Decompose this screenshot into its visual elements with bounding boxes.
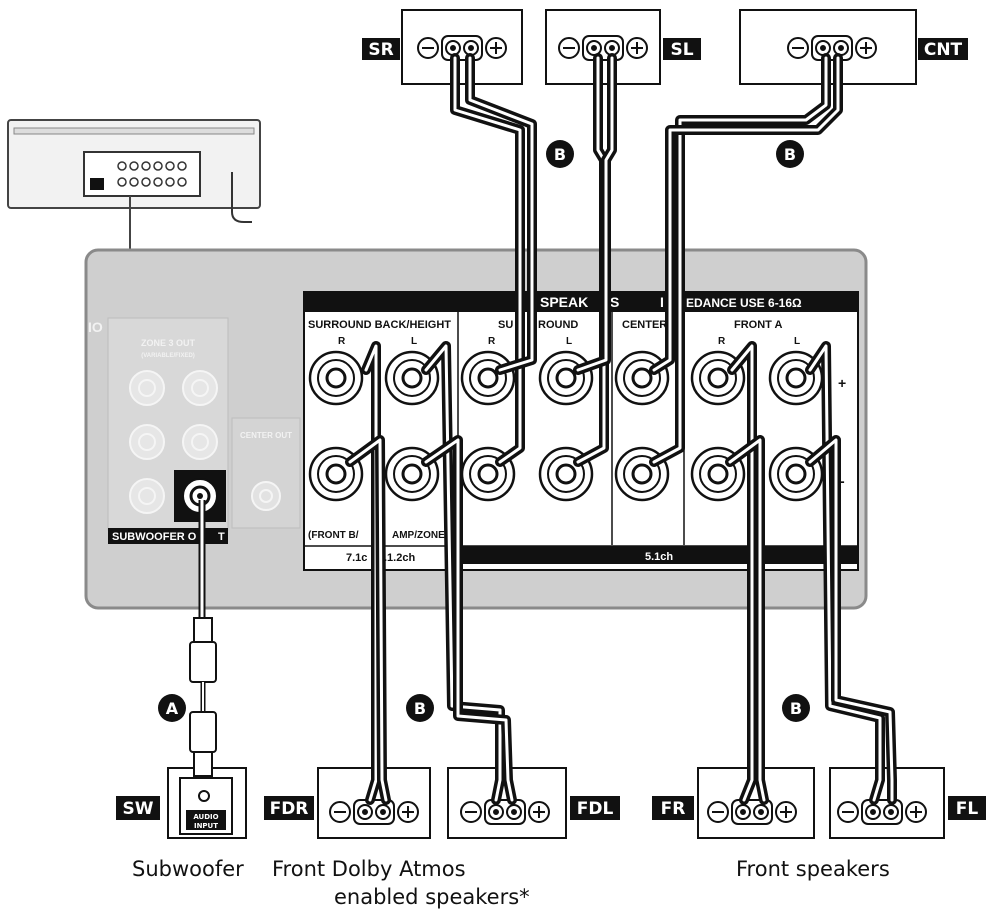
speaker-label-fdl: FDL <box>577 799 614 819</box>
svg-text:B: B <box>784 145 796 164</box>
center-out-label: CENTER OUT <box>240 431 292 440</box>
svg-text:.1.2ch: .1.2ch <box>384 552 415 564</box>
svg-text:R: R <box>338 336 346 347</box>
terminal-fdl <box>460 799 550 825</box>
marker-b-dolby: B <box>406 694 434 722</box>
caption-subwoofer: Subwoofer <box>132 857 244 881</box>
speaker-label-sr: SR <box>368 40 393 60</box>
speaker-sw: AUDIO INPUT SW <box>116 767 247 839</box>
plus-terminal-icon <box>485 37 507 59</box>
terminal-cnt <box>787 35 877 61</box>
terminal-fl <box>837 799 927 825</box>
svg-text:A: A <box>166 699 179 718</box>
receiver-thumbnail <box>7 119 261 250</box>
speaker-cnt: CNT <box>739 9 968 85</box>
svg-text:ROUND: ROUND <box>538 319 578 331</box>
plus-terminal-icon <box>397 801 419 823</box>
minus-sign: - <box>840 473 845 489</box>
footer-7ch: 7.1c <box>346 552 367 564</box>
post-row-plus <box>308 350 824 406</box>
terminal-sl <box>558 35 648 61</box>
footer-5ch: 5.1ch <box>645 551 673 563</box>
footer-note: (FRONT B/ <box>308 530 359 541</box>
plus-terminal-icon <box>905 801 927 823</box>
subwoofer-out-label: SUBWOOFER O <box>112 531 197 543</box>
sw-input-line2: INPUT <box>194 822 218 830</box>
terminal-header-impedance: EDANCE USE 6-16Ω <box>686 296 802 310</box>
col-surround-back-height: SURROUND BACK/HEIGHT <box>308 319 451 331</box>
minus-terminal-icon <box>417 37 439 59</box>
minus-terminal-icon <box>707 801 729 823</box>
terminal-header-speakers: SPEAK <box>540 294 588 310</box>
plus-terminal-icon <box>855 37 877 59</box>
plus-terminal-icon <box>775 801 797 823</box>
marker-a-subwoofer: A <box>158 694 186 722</box>
minus-terminal-icon <box>787 37 809 59</box>
col-front-a: FRONT A <box>734 319 783 331</box>
speaker-cables <box>345 53 897 805</box>
minus-terminal-icon <box>558 37 580 59</box>
speaker-terminals <box>329 35 927 825</box>
svg-text:R: R <box>718 336 726 347</box>
speaker-label-sw: SW <box>123 799 154 819</box>
marker-b-front: B <box>782 694 810 722</box>
zone-out-sub: (VARIABLE/FIXED) <box>141 353 195 359</box>
speaker-label-fr: FR <box>661 799 686 819</box>
marker-b-sr-sl: B <box>546 140 574 168</box>
svg-text:L: L <box>794 336 800 347</box>
svg-text:S: S <box>610 294 619 310</box>
caption-front-dolby-line2: enabled speakers* <box>334 885 530 909</box>
speaker-label-fl: FL <box>956 799 979 819</box>
panel-edge-label: IO <box>88 319 103 335</box>
minus-terminal-icon <box>329 801 351 823</box>
caption-front-speakers: Front speakers <box>736 857 890 881</box>
svg-text:B: B <box>414 699 426 718</box>
svg-text:I: I <box>660 294 664 310</box>
svg-text:B: B <box>790 699 802 718</box>
sw-input-line1: AUDIO <box>193 813 218 821</box>
terminal-fdr <box>329 799 419 825</box>
plus-terminal-icon <box>528 801 550 823</box>
subwoofer-out-label-end: T <box>218 531 225 543</box>
marker-b-cnt: B <box>776 140 804 168</box>
minus-terminal-icon <box>460 801 482 823</box>
svg-text:L: L <box>411 336 417 347</box>
terminal-fr <box>707 799 797 825</box>
subwoofer-cable <box>189 500 217 777</box>
col-surround: SU <box>498 319 513 331</box>
svg-text:AMP/ZONE: AMP/ZONE <box>392 530 445 541</box>
speaker-label-fdr: FDR <box>270 799 309 819</box>
col-center: CENTER <box>622 319 667 331</box>
speaker-terminal-panel: SPEAK S I EDANCE USE 6-16Ω SURROUND BACK… <box>303 291 859 571</box>
minus-terminal-icon <box>837 801 859 823</box>
zone-out-label: ZONE 3 OUT <box>141 338 196 348</box>
plus-terminal-icon <box>626 37 648 59</box>
caption-front-dolby-line1: Front Dolby Atmos <box>272 857 466 881</box>
svg-text:R: R <box>488 336 496 347</box>
svg-text:B: B <box>554 145 566 164</box>
speaker-label-sl: SL <box>670 40 693 60</box>
cable-markers: B B A B B <box>158 140 810 722</box>
plus-sign: + <box>838 375 846 391</box>
speaker-label-cnt: CNT <box>924 40 963 60</box>
svg-text:L: L <box>566 336 572 347</box>
terminal-sr <box>417 35 507 61</box>
